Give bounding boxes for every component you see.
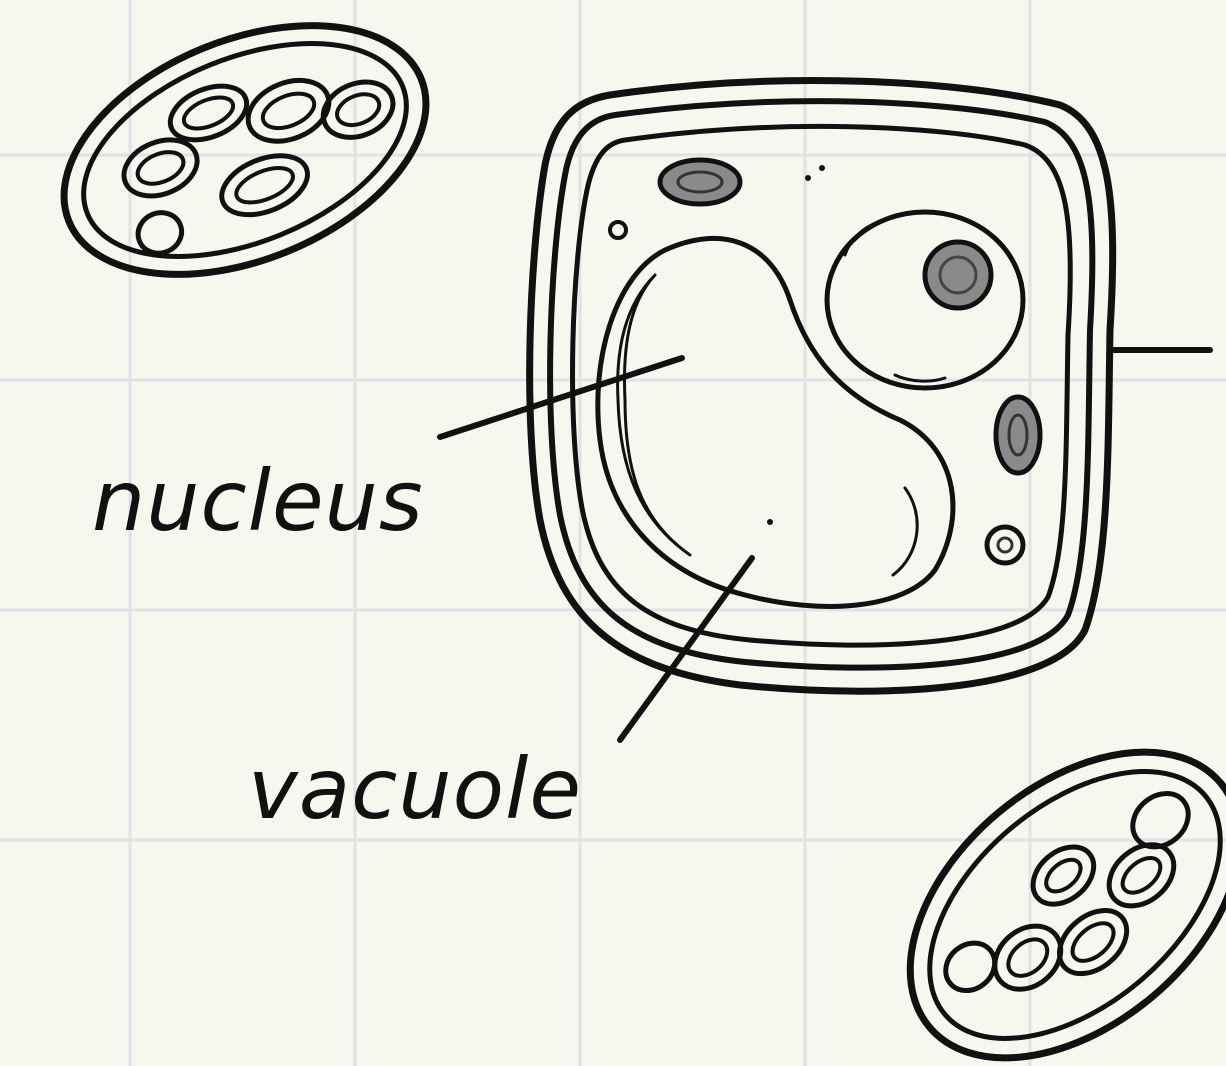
plant-cell [530, 81, 1113, 692]
vacuole [598, 238, 953, 606]
nucleus-label-line [440, 358, 682, 437]
vacuole-label: vacuole [248, 740, 582, 838]
ribosome-dots [767, 165, 825, 525]
mitochondrion [660, 160, 740, 204]
cell-membrane [573, 126, 1071, 645]
vesicle [610, 222, 626, 238]
nucleolus [925, 242, 991, 308]
vacuole-highlight [893, 488, 917, 575]
nucleus [827, 212, 1023, 388]
peroxisome [987, 527, 1023, 563]
grana-stacks [96, 25, 415, 261]
vacuole-label-line [620, 558, 752, 740]
cell-wall-inner [550, 101, 1092, 667]
chloroplast-bottom-right [852, 691, 1226, 1066]
nucleus-label: nucleus [92, 452, 424, 550]
mitochondrion-right [996, 397, 1040, 473]
chloroplast-top-left [28, 0, 463, 323]
grana-stacks-2 [928, 767, 1226, 1049]
tonoplast-inner [618, 275, 690, 555]
